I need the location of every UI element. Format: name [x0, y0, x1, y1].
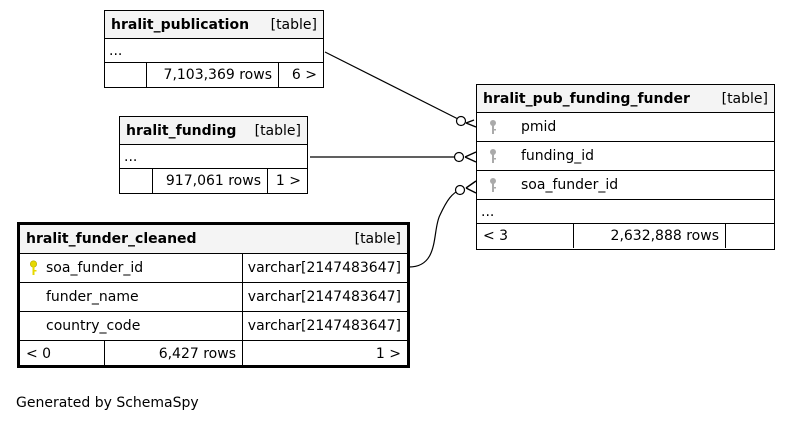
children-count[interactable]: 1 >	[242, 341, 407, 366]
parents-count	[105, 63, 146, 87]
table-name: hralit_publication	[111, 16, 250, 33]
foreign-key-icon	[483, 119, 503, 135]
parents-count[interactable]: < 3	[483, 228, 509, 244]
edge-zero-marker	[454, 184, 466, 196]
column-row[interactable]: soa_funder_id varchar[2147483647]	[20, 254, 407, 283]
children-count	[725, 224, 774, 248]
column-row[interactable]: funding_id	[477, 142, 774, 171]
edge-crowfoot	[464, 151, 477, 163]
column-row[interactable]: pmid	[477, 113, 774, 142]
column-type: varchar[2147483647]	[242, 254, 407, 282]
table-kind: [table]	[721, 90, 768, 107]
row-count: 6,427 rows	[104, 341, 242, 366]
table-funder-cleaned[interactable]: hralit_funder_cleaned [table] soa_funder…	[17, 222, 410, 368]
column-row[interactable]: soa_funder_id	[477, 171, 774, 200]
row-count: 2,632,888 rows	[573, 224, 725, 248]
table-kind: [table]	[254, 122, 301, 139]
edge-zero-marker	[455, 115, 467, 127]
column-name: pmid	[521, 119, 557, 135]
table-header: hralit_publication [table]	[105, 11, 323, 39]
edge-publication-pmid	[324, 51, 463, 122]
column-name: country_code	[46, 318, 141, 334]
table-pub-funding-funder[interactable]: hralit_pub_funding_funder [table] pmid f…	[476, 84, 775, 250]
table-kind: [table]	[270, 16, 317, 33]
foreign-key-icon	[483, 177, 503, 193]
table-header: hralit_funding [table]	[120, 117, 307, 145]
table-header: hralit_pub_funding_funder [table]	[477, 85, 774, 113]
table-kind: [table]	[354, 231, 401, 247]
children-count[interactable]: 1 >	[267, 169, 307, 193]
edge-crowfoot	[465, 180, 477, 194]
parents-count: < 0	[26, 345, 52, 362]
table-name: hralit_funding	[126, 122, 237, 139]
row-count: 7,103,369 rows	[146, 63, 278, 87]
column-type: varchar[2147483647]	[242, 312, 407, 340]
more-columns: ...	[124, 148, 138, 165]
generator-credit: Generated by SchemaSpy	[16, 395, 199, 411]
children-count[interactable]: 6 >	[278, 63, 323, 87]
column-type: varchar[2147483647]	[242, 283, 407, 311]
column-row[interactable]: country_code varchar[2147483647]	[20, 312, 407, 341]
table-name: hralit_funder_cleaned	[26, 231, 197, 247]
parents-count	[120, 169, 152, 193]
more-columns: ...	[109, 42, 123, 59]
table-funding[interactable]: hralit_funding [table] ... 917,061 rows …	[119, 116, 308, 194]
column-row[interactable]: funder_name varchar[2147483647]	[20, 283, 407, 312]
column-name: soa_funder_id	[46, 260, 144, 276]
primary-key-icon	[26, 260, 40, 276]
table-header: hralit_funder_cleaned [table]	[20, 225, 407, 254]
foreign-key-icon	[483, 148, 503, 164]
column-name: funder_name	[46, 289, 139, 305]
edge-funder-soafunderid	[408, 189, 461, 268]
edge-crowfoot	[465, 119, 477, 128]
row-count: 917,061 rows	[152, 169, 267, 193]
table-name: hralit_pub_funding_funder	[483, 90, 690, 107]
column-name: funding_id	[521, 148, 594, 164]
table-publication[interactable]: hralit_publication [table] ... 7,103,369…	[104, 10, 324, 88]
column-name: soa_funder_id	[521, 177, 619, 193]
edge-zero-marker	[453, 151, 465, 163]
more-columns: ...	[481, 203, 495, 220]
